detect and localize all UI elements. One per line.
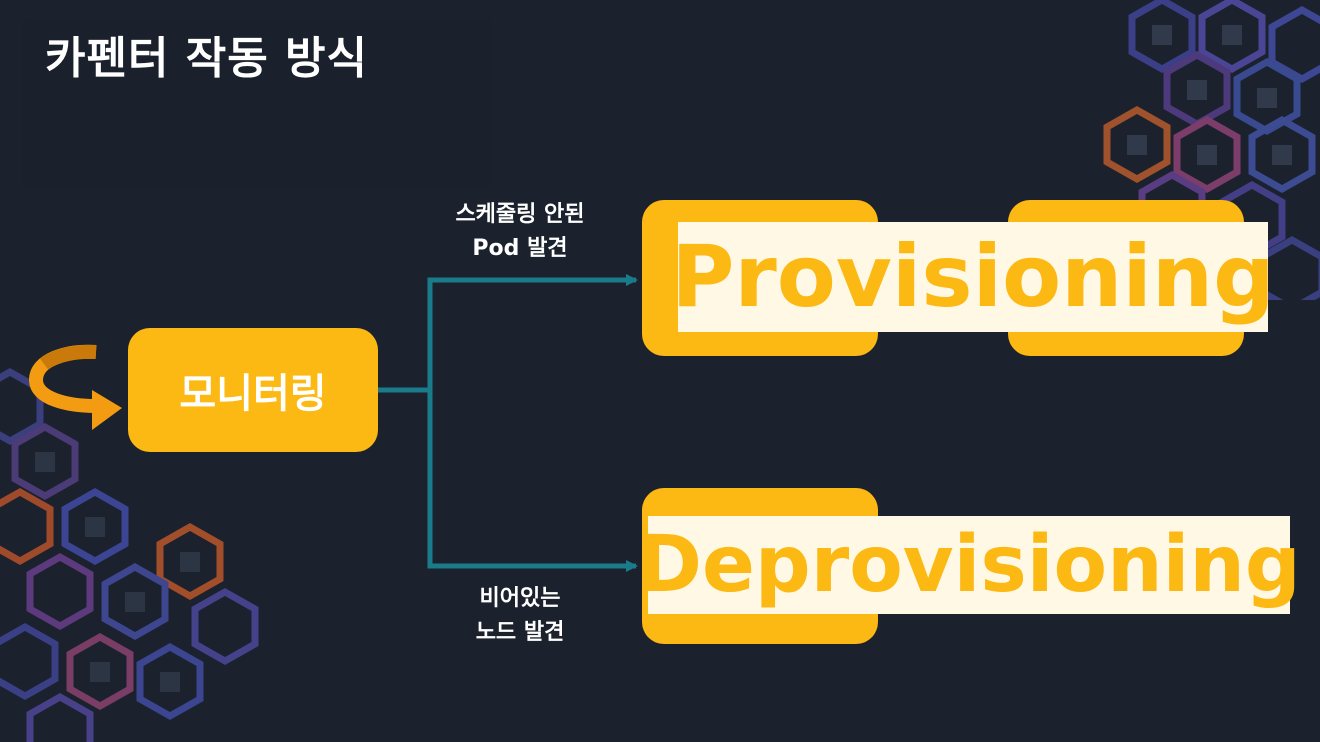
loop-arrow-icon (28, 344, 122, 430)
arrow-to-deprovisioning (427, 390, 638, 572)
provisioning-caption: 스케줄링 안된 Pod 발견 (430, 198, 610, 266)
provisioning-caption-line1: 스케줄링 안된 (455, 202, 585, 227)
deprovisioning-caption-line2: 노드 발견 (475, 620, 565, 645)
deprovisioning-label: Deprovisioning (637, 516, 1301, 614)
page-title: 카펜터 작동 방식 (45, 33, 368, 84)
arrow-to-provisioning (427, 274, 638, 390)
deprovisioning-caption: 비어있는 노드 발견 (430, 582, 610, 650)
hexagon-pattern-bottom-left (0, 367, 259, 742)
provisioning-label: Provisioning (671, 222, 1275, 332)
monitoring-box: 모니터링 (128, 328, 378, 452)
provisioning-caption-line2: Pod 발견 (472, 236, 568, 261)
title-panel (22, 18, 492, 188)
monitoring-label: 모니터링 (179, 371, 327, 417)
deprovisioning-caption-line1: 비어있는 (479, 586, 561, 611)
